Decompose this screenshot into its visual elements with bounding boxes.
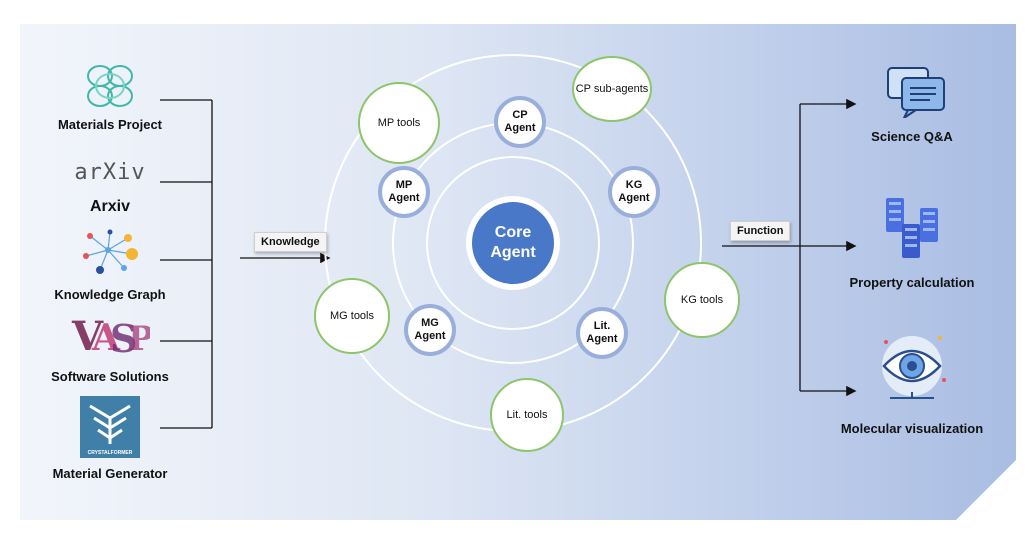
servers-icon xyxy=(886,198,938,258)
science-qa-label: Science Q&A xyxy=(871,129,953,144)
mg-tools: MG tools xyxy=(314,278,390,354)
crystalformer-logo-text: CRYSTALFORMER xyxy=(87,450,133,456)
kg-tools: KG tools xyxy=(664,262,740,338)
knowledge-graph-label: Knowledge Graph xyxy=(54,287,166,302)
lit-agent: Lit. Agent xyxy=(576,307,628,359)
knowledge-graph-icon xyxy=(83,229,138,274)
kg-agent: KG Agent xyxy=(608,166,660,218)
molecular-visualization-label: Molecular visualization xyxy=(840,421,984,436)
svg-text:A: A xyxy=(91,317,121,358)
svg-text:S: S xyxy=(110,316,137,358)
software-solutions-label: Software Solutions xyxy=(51,369,169,384)
arxiv-logo-icon: arXiv xyxy=(74,160,146,185)
mp-tools: MP tools xyxy=(358,82,440,164)
svg-text:P: P xyxy=(128,319,150,358)
crystalformer-logo-icon: CRYSTALFORMER xyxy=(80,396,140,458)
property-calculation-label: Property calculation xyxy=(849,275,975,290)
svg-text:V: V xyxy=(71,313,104,358)
core-agent: Core Agent xyxy=(466,196,560,290)
material-generator-label: Material Generator xyxy=(52,466,168,481)
cp-sub-agents: CP sub-agents xyxy=(572,56,652,122)
page-corner-fold xyxy=(956,460,1016,520)
mg-agent: MG Agent xyxy=(404,304,456,356)
cp-agent: CP Agent xyxy=(494,96,546,148)
arxiv-label: Arxiv xyxy=(89,198,131,215)
eye-monitor-icon xyxy=(882,336,946,399)
mp-agent: MP Agent xyxy=(378,166,430,218)
lit-tools: Lit. tools xyxy=(490,378,564,452)
function-tag: Function xyxy=(730,221,791,241)
materials-project-logo-icon xyxy=(87,65,133,107)
inner-orbit xyxy=(426,156,600,330)
knowledge-tag: Knowledge xyxy=(254,232,327,252)
vasp-logo-icon: V A S P xyxy=(71,313,150,358)
chat-bubbles-icon xyxy=(887,67,945,118)
materials-project-label: Materials Project xyxy=(57,117,163,132)
